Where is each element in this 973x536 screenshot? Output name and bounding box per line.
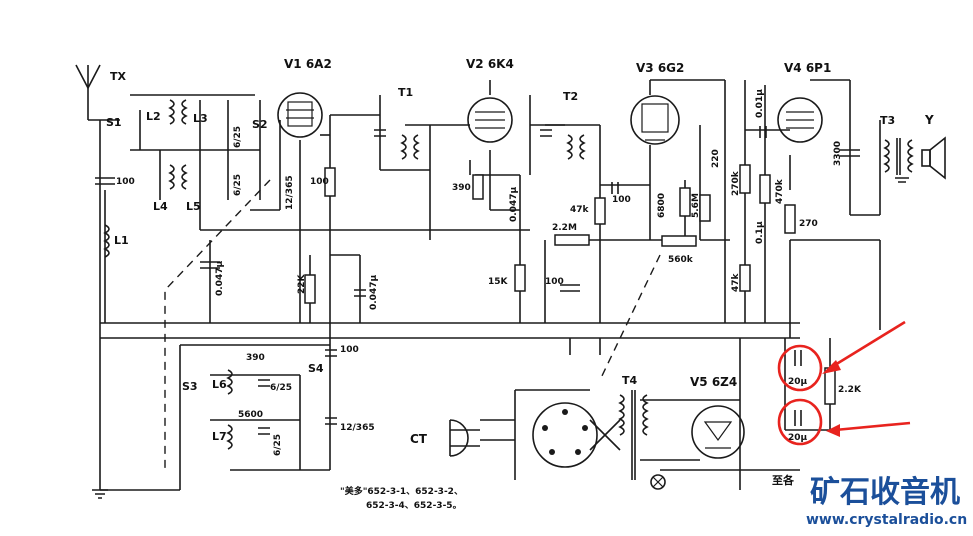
value-r270k: 270k	[731, 170, 741, 196]
highlight-filter-caps	[777, 320, 911, 446]
label-to-each: 至各	[772, 473, 795, 487]
wiring	[87, 79, 881, 491]
tube-v1-icon	[277, 92, 323, 138]
coil-l2-l3-icon	[168, 99, 188, 190]
transformer-t3-icon	[883, 138, 914, 175]
watermark-url: www.crystalradio.cn	[806, 512, 967, 528]
caption-line1: "美多"652-3-1、652-3-2、	[340, 485, 463, 497]
tube-v4-icon	[777, 97, 823, 143]
value-c001: 0.01μ	[755, 89, 765, 118]
value-r390: 390	[452, 183, 471, 193]
value-c390: 390	[246, 353, 265, 363]
value-c100c: 100	[545, 277, 564, 287]
value-r22m: 2.2M	[552, 223, 577, 233]
tube-v5-icon	[691, 405, 745, 459]
antenna-icon	[75, 64, 101, 90]
speaker-icon	[921, 136, 946, 180]
value-r6800: 6800	[657, 193, 667, 218]
value-c625a: 6/25	[233, 126, 243, 148]
value-c100a: 100	[116, 177, 135, 187]
tube-v5-label: V5 6Z4	[690, 375, 737, 389]
label-s1: S1	[106, 116, 122, 129]
value-r22k: 22K	[297, 273, 307, 294]
label-s3: S3	[182, 380, 198, 393]
value-c625d: 6/25	[273, 434, 283, 456]
label-s4: S4	[308, 362, 324, 375]
tube-v2-icon	[467, 97, 513, 143]
value-c625b: 6/25	[233, 174, 243, 196]
pilot-lamp-icon	[650, 474, 666, 490]
label-t1: T1	[398, 86, 413, 99]
label-l6: L6	[212, 378, 227, 391]
tube-v2-label: V2 6K4	[466, 57, 514, 71]
coil-l6-l7-icon	[226, 369, 233, 450]
label-l1: L1	[114, 234, 129, 247]
caption: "美多"652-3-1、652-3-2、 652-3-4、652-3-5。	[340, 485, 463, 511]
value-c0047c: 0.047μ	[509, 187, 519, 222]
tube-v3-icon	[630, 95, 680, 145]
tube-v1-label: V1 6A2	[284, 57, 332, 71]
label-tx: TX	[110, 70, 127, 83]
label-l2: L2	[146, 110, 161, 123]
value-c100d: 100	[340, 345, 359, 355]
label-l3: L3	[193, 112, 208, 125]
value-c220: 220	[711, 149, 721, 168]
value-c20a: 20μ	[788, 377, 808, 387]
caption-line2: 652-3-4、652-3-5。	[366, 501, 462, 511]
resistors	[304, 164, 836, 405]
value-c12365a: 12/365	[285, 175, 295, 210]
label-l4: L4	[153, 200, 168, 213]
value-r22kb: 2.2K	[838, 385, 862, 395]
value-r100: 100	[310, 177, 329, 187]
label-t2: T2	[563, 90, 578, 103]
ground-icons	[92, 177, 909, 499]
value-c100b: 100	[612, 195, 631, 205]
value-c12365b: 12/365	[340, 423, 375, 433]
value-r270: 270	[799, 219, 818, 229]
value-c01: 0.1μ	[755, 221, 765, 244]
value-r56m: 5.6M	[691, 193, 701, 218]
value-c20b: 20μ	[788, 433, 808, 443]
watermark: 矿石收音机 www.crystalradio.cn	[806, 475, 967, 528]
value-c0047b: 0.047μ	[369, 275, 379, 310]
value-r15k: 15K	[488, 277, 509, 287]
label-ct: CT	[410, 432, 428, 446]
label-t3: T3	[880, 114, 895, 127]
gang-tuning-dashed-link	[164, 179, 661, 470]
label-s2: S2	[252, 118, 268, 131]
label-t4: T4	[622, 374, 638, 387]
tube-v4-label: V4 6P1	[784, 61, 831, 75]
watermark-title: 矿石收音机	[810, 475, 960, 510]
value-r47k2: 47k	[731, 272, 741, 292]
value-r47k: 47k	[570, 205, 590, 215]
transformer-t4-icon	[618, 390, 649, 480]
value-c0047a: 0.047μ	[215, 261, 225, 296]
capacitors	[95, 126, 860, 435]
transformer-t2-icon	[566, 134, 586, 160]
value-c3300: 3300	[833, 141, 843, 166]
coil-l1-icon	[103, 224, 110, 258]
tube-v3-label: V3 6G2	[636, 61, 684, 75]
value-r470k: 470k	[775, 178, 785, 204]
label-l5: L5	[186, 200, 201, 213]
value-r560k: 560k	[668, 255, 694, 265]
value-c625c: 6/25	[270, 383, 292, 393]
power-plug-icon	[449, 419, 480, 457]
label-y: Y	[924, 113, 934, 127]
label-l7: L7	[212, 430, 227, 443]
voltage-selector-icon	[532, 402, 621, 468]
component-labels: TX S1 L2 L3 L4 L5 L1 S2 100 6/25 6/25 12…	[106, 57, 934, 487]
transformer-t1-icon	[400, 134, 420, 160]
value-c5600: 5600	[238, 410, 263, 420]
